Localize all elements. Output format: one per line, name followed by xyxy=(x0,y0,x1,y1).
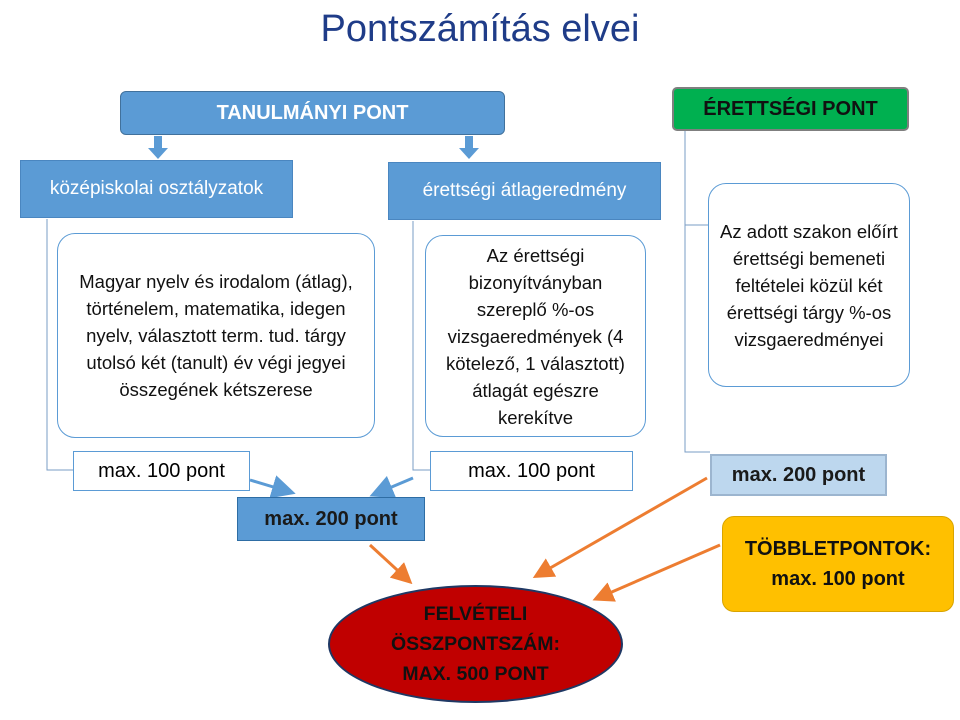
right-max-points: max. 100 pont xyxy=(430,451,633,491)
final-line-3: MAX. 500 PONT xyxy=(402,663,549,685)
final-line-2: ÖSSZPONTSZÁM: xyxy=(391,633,560,655)
final-line-1: FELVÉTELI xyxy=(423,603,528,625)
tanulmanyi-pont-header: TANULMÁNYI PONT xyxy=(120,91,505,135)
erettsegi-bracket-line xyxy=(684,130,710,453)
felveteli-osszpontszam-ellipse: FELVÉTELI ÖSSZPONTSZÁM: MAX. 500 PONT xyxy=(328,585,623,703)
tobbletpontok-max: max. 100 pont xyxy=(771,568,905,590)
erettsegi-max-points: max. 200 pont xyxy=(710,454,887,496)
kozepiskolai-description: Magyar nyelv és irodalom (átlag), történ… xyxy=(57,233,375,438)
left-bracket-line xyxy=(46,219,73,471)
erettsegi-pont-header: ÉRETTSÉGI PONT xyxy=(672,87,909,131)
page-title: Pontszámítás elvei xyxy=(320,8,640,50)
down-arrow-right xyxy=(459,136,479,159)
arrow-left-to-total xyxy=(249,475,296,499)
tobbletpontok-box: TÖBBLETPONTOK: max. 100 pont xyxy=(722,516,954,612)
tobbletpontok-title: TÖBBLETPONTOK: xyxy=(744,538,932,560)
arrow-erettsegi-to-final xyxy=(532,476,708,578)
left-max-points: max. 100 pont xyxy=(73,451,250,491)
kozepiskolai-osztalyzatok-label: középiskolai osztályzatok xyxy=(20,160,293,218)
arrow-total-to-final xyxy=(368,543,413,585)
erettsegi-description: Az adott szakon előírt érettségi bemenet… xyxy=(708,183,910,387)
right-bracket-line xyxy=(412,221,430,471)
down-arrow-left xyxy=(148,136,168,159)
tanulmanyi-total-points: max. 200 pont xyxy=(237,497,425,541)
erettsegi-atlageredmeny-label: érettségi átlageredmény xyxy=(388,162,661,220)
arrow-extra-to-final xyxy=(592,543,721,602)
arrow-right-to-total xyxy=(369,475,414,499)
atlageredmeny-description: Az érettségi bizonyítványban szereplő %-… xyxy=(425,235,646,437)
